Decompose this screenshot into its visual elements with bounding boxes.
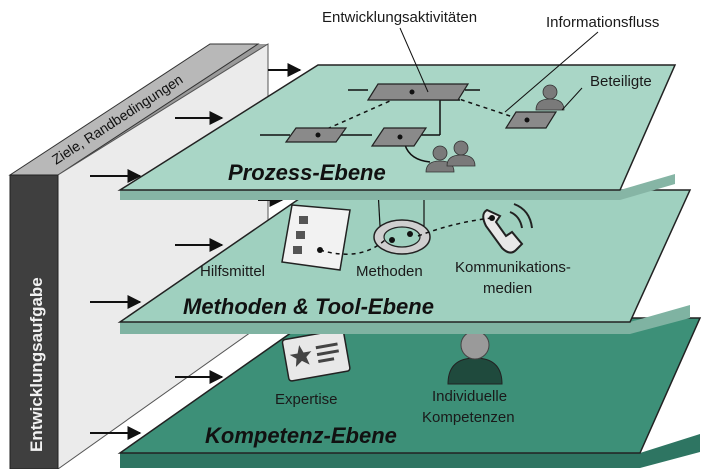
activities-label: Entwicklungsaktivitäten [322,9,477,26]
comm-label-line1: Kommunikations- [455,259,571,276]
methods-plane [117,189,692,323]
individual-label-line2: Kompetenzen [422,409,515,426]
competence-level-title: Kompetenz-Ebene [205,423,397,448]
participant-icons [425,84,565,173]
process-level-title: Prozess-Ebene [228,160,386,185]
competence-level: Expertise Individuelle Kompetenzen Kompe… [117,317,702,468]
activity-dots [315,89,530,140]
side-panel-front [9,174,59,469]
activity-box-4 [504,111,558,129]
participant-icon-3 [446,140,476,167]
expertise-card-icon [281,328,351,382]
methods-plane-edge [120,305,690,334]
competence-plane [117,317,702,454]
process-level: Prozess-Ebene [117,27,677,200]
participant-icon-1 [535,84,565,111]
competence-plane-edge [120,434,700,468]
individual-label-line1: Individuelle [432,388,507,405]
expertise-label: Expertise [275,391,338,408]
method-ring-icon [373,219,431,255]
comm-label-line2: medien [483,280,532,297]
methods-level: Hilfsmittel Methoden Kommunikations- med… [117,189,692,334]
activity-boxes [284,83,558,147]
activity-box-1 [366,83,470,101]
participants-label: Beteiligte [590,73,652,90]
person-icon [447,330,503,385]
process-plane-edge [120,174,675,200]
info-flow-label: Informationsfluss [546,14,659,31]
tools-label: Hilfsmittel [200,263,265,280]
task-label: Entwicklungsaufgabe [27,277,46,452]
callout-lines [399,27,599,113]
tools-sheet-icon [281,204,351,271]
methods-label: Methoden [356,263,423,280]
methods-level-title: Methoden & Tool-Ebene [183,294,434,319]
